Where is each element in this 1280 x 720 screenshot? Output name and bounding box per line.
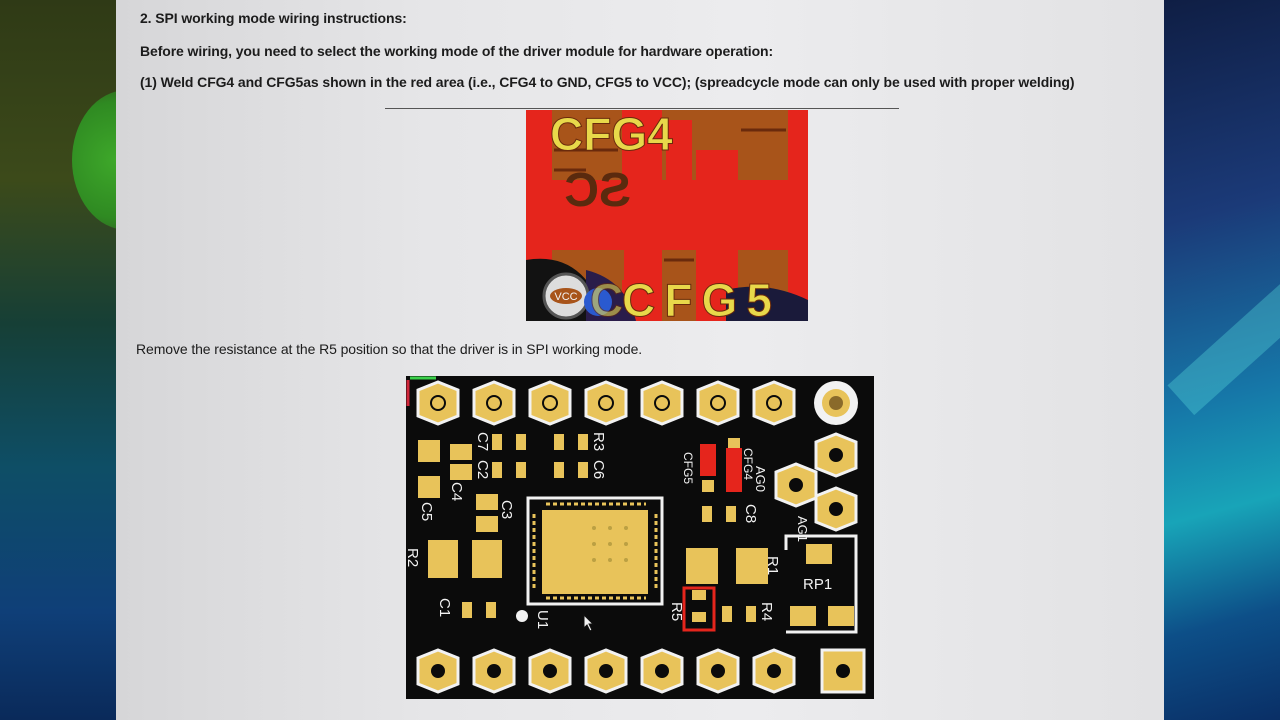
pcb-label-c4: C4	[448, 482, 465, 501]
mouse-pointer-icon	[583, 614, 595, 632]
pcb-label-rp1: RP1	[803, 576, 832, 593]
pcb-label-c8: C8	[742, 504, 759, 523]
document-page: 2. SPI working mode wiring instructions:…	[116, 0, 1164, 720]
pcb-label-c6: C6	[590, 460, 607, 479]
pcb-label-c3: C3	[498, 500, 515, 519]
blue-via	[584, 288, 612, 316]
desktop-wallpaper-streak	[1167, 224, 1280, 416]
zoom-label-vcc: VCC	[554, 291, 577, 303]
cfg-solder-zoom-image: CFG4 SC VCC C CFG5	[526, 110, 808, 321]
bottom-header-pads	[416, 648, 866, 694]
top-header-pads	[416, 380, 858, 426]
vcc-pad-inner	[550, 288, 582, 304]
zoom-mirrored-text: SC	[564, 164, 631, 217]
pcb-label-c1: C1	[436, 598, 453, 617]
step-1-text: (1) Weld CFG4 and CFG5as shown in the re…	[140, 74, 1075, 90]
pcb-label-r1: R1	[764, 556, 781, 575]
cfg-red-pads	[700, 444, 742, 492]
pcb-label-ag1: AG1	[795, 516, 810, 542]
zoom-label-cfg4: CFG4	[550, 110, 673, 160]
pcb-board-image: C7 C2 C4 C5 C3 R3 C6 CFG5 CFG4 AG0 C8 AG…	[406, 376, 874, 699]
pcb-label-r5: R5	[668, 602, 685, 621]
pcb-label-r2: R2	[406, 548, 421, 567]
desktop-wallpaper-shape	[72, 90, 118, 230]
divider-line	[385, 108, 899, 109]
intro-text: Before wiring, you need to select the wo…	[140, 43, 774, 59]
pcb-label-c5: C5	[418, 502, 435, 521]
pcb-label-r3: R3	[590, 432, 607, 451]
pcb-label-cfg5: CFG5	[681, 452, 695, 484]
pcb-label-c7: C7	[474, 432, 491, 451]
desktop-background-right	[1160, 0, 1280, 720]
pcb-label-r4: R4	[758, 602, 775, 621]
pcb-label-c2: C2	[474, 460, 491, 479]
zoom-label-cfg5-c: C	[590, 274, 623, 321]
remove-r5-text: Remove the resistance at the R5 position…	[136, 341, 643, 357]
pcb-label-cfg4: CFG4	[741, 448, 755, 480]
section-heading: 2. SPI working mode wiring instructions:	[140, 10, 407, 26]
desktop-background-left	[0, 0, 118, 720]
u1-chip	[516, 496, 664, 622]
pcb-label-u1: U1	[534, 610, 551, 629]
r5-highlight-box	[682, 586, 716, 632]
component-pads	[418, 434, 854, 626]
pcb-label-ag0: AG0	[753, 466, 768, 492]
